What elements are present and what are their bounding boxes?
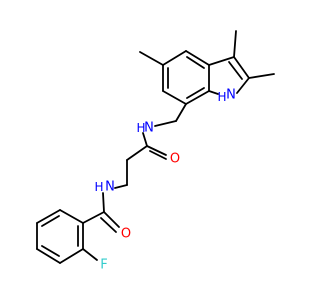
bond <box>146 145 167 156</box>
bond <box>208 90 219 95</box>
bond <box>59 248 84 264</box>
fluorine-label: F <box>100 258 107 273</box>
bond <box>186 87 205 99</box>
bond <box>185 90 210 105</box>
bond <box>236 77 250 94</box>
nitrogen-label: N <box>226 88 236 103</box>
bond <box>142 132 148 147</box>
hydrogen-label: H <box>217 90 226 104</box>
oxygen-label: O <box>121 227 131 242</box>
bond <box>186 56 205 69</box>
bond <box>162 90 187 105</box>
bond <box>82 248 98 261</box>
bond <box>36 248 61 264</box>
nitrogen-label: N <box>105 180 115 195</box>
bond <box>100 217 117 233</box>
bond <box>162 50 187 66</box>
bond <box>208 56 235 66</box>
bond <box>175 103 187 122</box>
molecule-structure: N H O N H O F N H <box>36 30 275 273</box>
oxygen-label: O <box>170 152 180 167</box>
atom-labels: N H O N H O F N H <box>94 88 235 273</box>
structure-canvas: N H O N H O F N H <box>36 30 275 273</box>
bond <box>233 30 237 58</box>
bond <box>41 215 60 227</box>
bond <box>233 56 250 79</box>
bond <box>149 150 167 160</box>
bond <box>41 245 60 257</box>
bond <box>126 145 148 161</box>
bond <box>185 50 210 66</box>
bond <box>114 184 128 189</box>
bond <box>102 192 105 213</box>
bond <box>82 211 105 224</box>
bond <box>139 51 164 66</box>
hydrogen-label: H <box>94 180 103 194</box>
bonds <box>36 30 275 264</box>
bond <box>228 61 243 80</box>
bond <box>59 209 84 224</box>
bond <box>103 211 120 228</box>
bond <box>248 73 275 79</box>
nitrogen-label: N <box>144 121 154 136</box>
hydrogen-label: H <box>136 121 145 135</box>
bond <box>36 209 61 224</box>
bond <box>154 120 177 127</box>
